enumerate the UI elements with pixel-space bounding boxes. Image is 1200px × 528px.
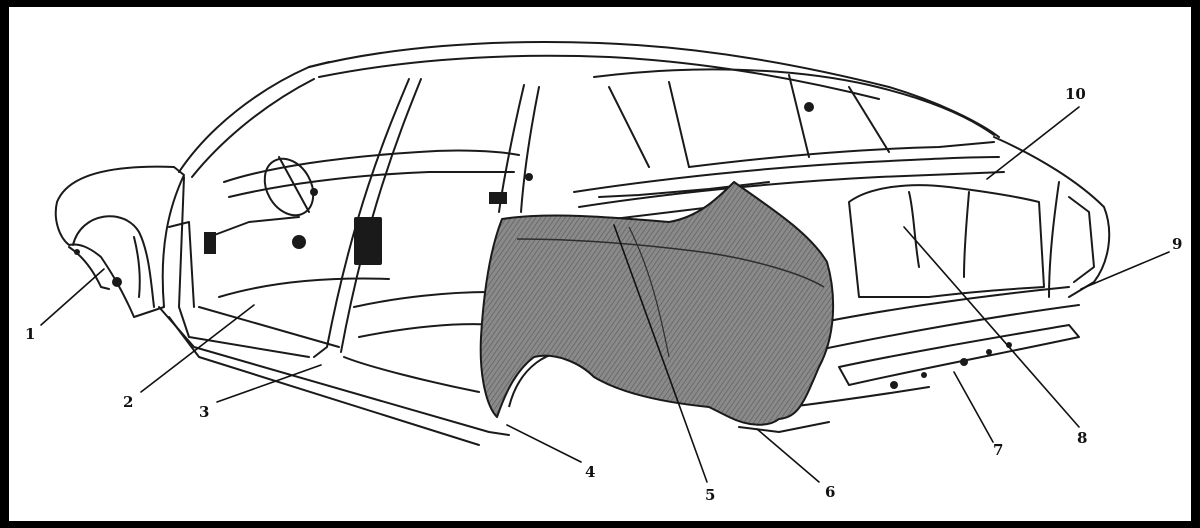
diagram-canvas: 1 2 3 4 5 6 7 8 9 10 — [9, 7, 1191, 521]
a-pillar — [178, 61, 330, 173]
callout-5: 5 — [705, 486, 715, 504]
rear-floor-crossmember — [838, 324, 1080, 386]
leader-5 — [613, 224, 708, 483]
callout-3: 3 — [199, 403, 209, 421]
front-door-opening — [178, 176, 310, 358]
front-fender — [54, 165, 185, 318]
leader-lines — [40, 106, 1170, 483]
rear-window-frame — [593, 68, 995, 136]
detail-holes — [74, 102, 1012, 389]
parcel-shelf — [573, 156, 1000, 193]
rear-door-opening — [343, 356, 480, 393]
callout-9: 9 — [1172, 235, 1182, 253]
leader-10 — [986, 106, 1080, 180]
leader-9 — [1080, 251, 1170, 290]
car-body-shell — [54, 41, 1111, 446]
leader-6 — [756, 428, 820, 483]
leader-4 — [506, 424, 582, 463]
rear-end-outline — [993, 136, 1111, 298]
callout-8: 8 — [1077, 429, 1087, 447]
leader-7 — [953, 371, 994, 443]
callout-numbers: 1 2 3 4 5 6 7 8 9 10 — [25, 85, 1182, 504]
rear-seat-back — [848, 184, 1045, 298]
leader-2 — [140, 304, 255, 393]
steering-wheel — [263, 157, 315, 217]
callout-7: 7 — [993, 441, 1003, 459]
front-wheel-arch — [72, 215, 155, 308]
callout-2: 2 — [123, 393, 133, 411]
callout-10: 10 — [1065, 85, 1086, 103]
roof-outline — [308, 41, 1000, 138]
callout-4: 4 — [585, 463, 595, 481]
floor-rail — [798, 286, 1070, 328]
leader-1 — [40, 268, 105, 326]
b-pillar — [313, 78, 410, 358]
callout-1: 1 — [25, 325, 35, 343]
leader-8 — [903, 226, 1080, 428]
car-body-illustration: 1 2 3 4 5 6 7 8 9 10 — [25, 41, 1182, 504]
sill-left — [158, 306, 510, 436]
leader-3 — [216, 364, 322, 403]
callout-6: 6 — [825, 483, 835, 501]
